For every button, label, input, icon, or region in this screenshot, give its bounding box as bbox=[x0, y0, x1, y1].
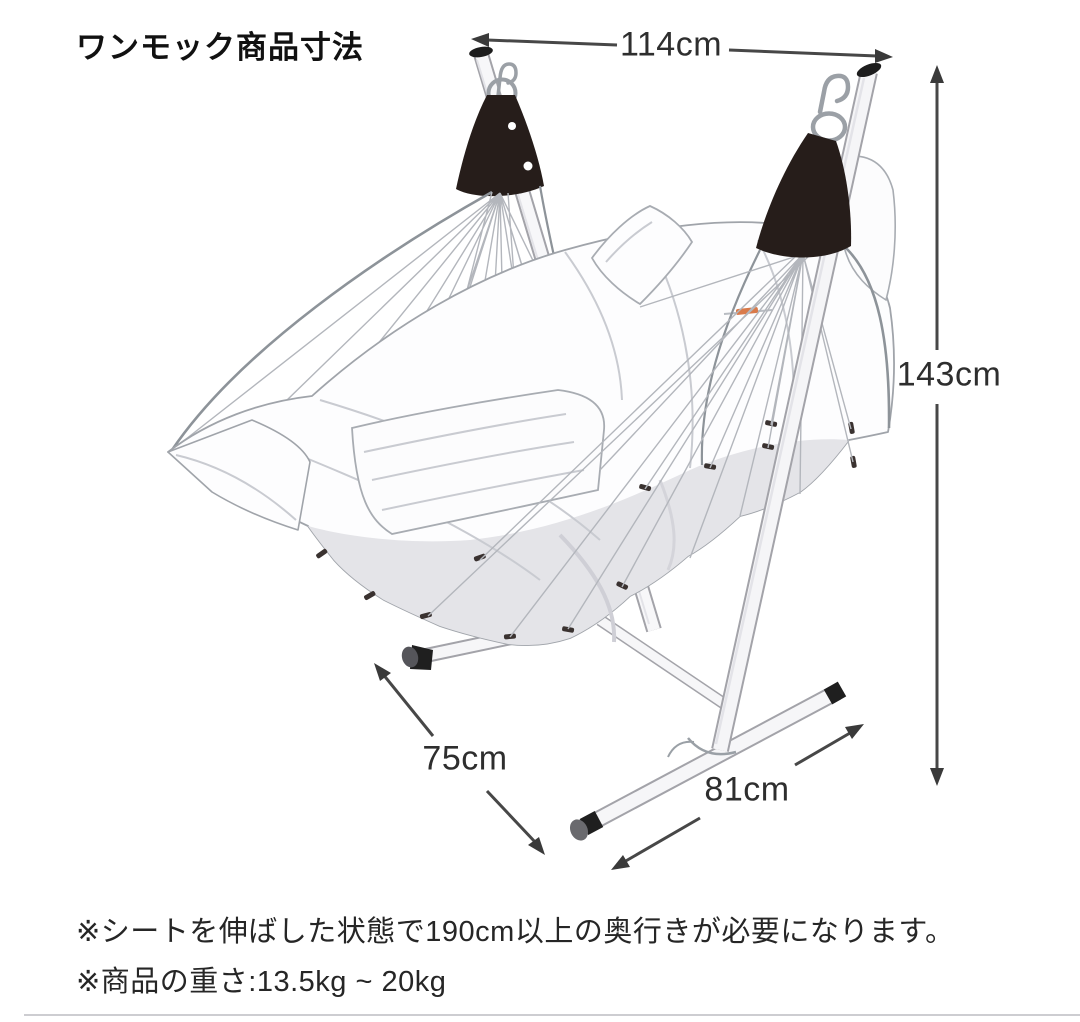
right-pole-cap bbox=[856, 62, 882, 78]
base-leg bbox=[596, 615, 733, 712]
suspension-strings-right bbox=[427, 247, 891, 638]
arrow-depth bbox=[380, 672, 538, 845]
dimension-arrowheads bbox=[374, 33, 944, 870]
note-product-weight: ※商品の重さ:13.5kg ~ 20kg bbox=[76, 966, 447, 998]
base-back-bar bbox=[569, 681, 847, 841]
page-title: ワンモック商品寸法 bbox=[76, 30, 364, 65]
seat-cushion bbox=[351, 389, 605, 535]
arrow-top-width bbox=[486, 38, 878, 58]
pillow bbox=[590, 205, 694, 306]
bottom-divider bbox=[24, 1014, 1080, 1016]
fabric-shaded-apron bbox=[308, 439, 849, 646]
dimension-label-height: 143cm bbox=[896, 355, 1002, 394]
arrow-base-length bbox=[623, 731, 851, 864]
left-pole-cap bbox=[469, 46, 493, 58]
note-depth-requirement: ※シートを伸ばした状態で190cm以上の奥行きが必要になります。 bbox=[76, 916, 955, 948]
dimension-label-depth: 75cm bbox=[422, 739, 508, 778]
left-strap bbox=[456, 95, 544, 197]
hammock-fabric bbox=[167, 205, 895, 647]
dimension-arrows bbox=[380, 38, 939, 864]
left-hook bbox=[496, 62, 518, 98]
right-pocket bbox=[837, 155, 896, 302]
right-hook bbox=[817, 73, 851, 115]
dimension-label-top-width: 114cm bbox=[619, 25, 723, 64]
right-strap bbox=[756, 133, 852, 258]
dimension-label-base-length: 81cm bbox=[704, 770, 790, 809]
